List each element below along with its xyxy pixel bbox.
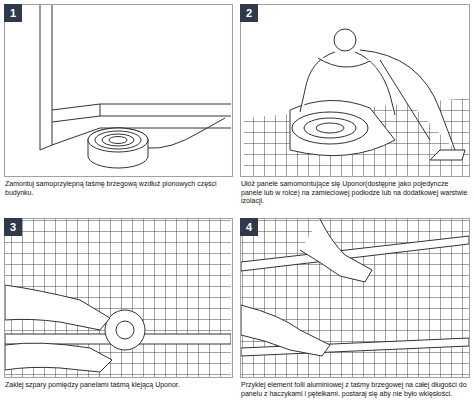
step-caption: Przyklej element folii aluminiowej z taś… — [241, 381, 469, 398]
step-panel: Zamontuj samoprzylepną taśmę brzegową wz… — [4, 4, 233, 177]
step-number-badge: 3 — [4, 218, 22, 236]
step-number: 4 — [246, 221, 252, 233]
step-panel: Zaklej szpary pomiędzy panelami taśmą kl… — [4, 218, 233, 378]
foil-scene — [241, 219, 469, 356]
step-caption: Ułóż panele samomontujące się Uponor(dos… — [241, 180, 469, 206]
step-number: 1 — [10, 7, 16, 19]
step-panel: Przyklej element folii aluminiowej z taś… — [240, 218, 470, 378]
step-number: 3 — [10, 221, 16, 233]
step-number: 2 — [246, 7, 252, 19]
roll-scene — [290, 29, 465, 160]
step-number-badge: 2 — [240, 4, 258, 22]
step-panel: Ułóż panele samomontujące się Uponor(dos… — [240, 4, 470, 177]
taping-scene — [5, 285, 231, 372]
step-number-badge: 4 — [240, 218, 258, 236]
step-number-badge: 1 — [4, 4, 22, 22]
tape-scene — [40, 5, 231, 168]
step-caption: Zamontuj samoprzylepną taśmę brzegową wz… — [5, 180, 232, 197]
step-caption: Zaklej szpary pomiędzy panelami taśmą kl… — [5, 381, 232, 390]
